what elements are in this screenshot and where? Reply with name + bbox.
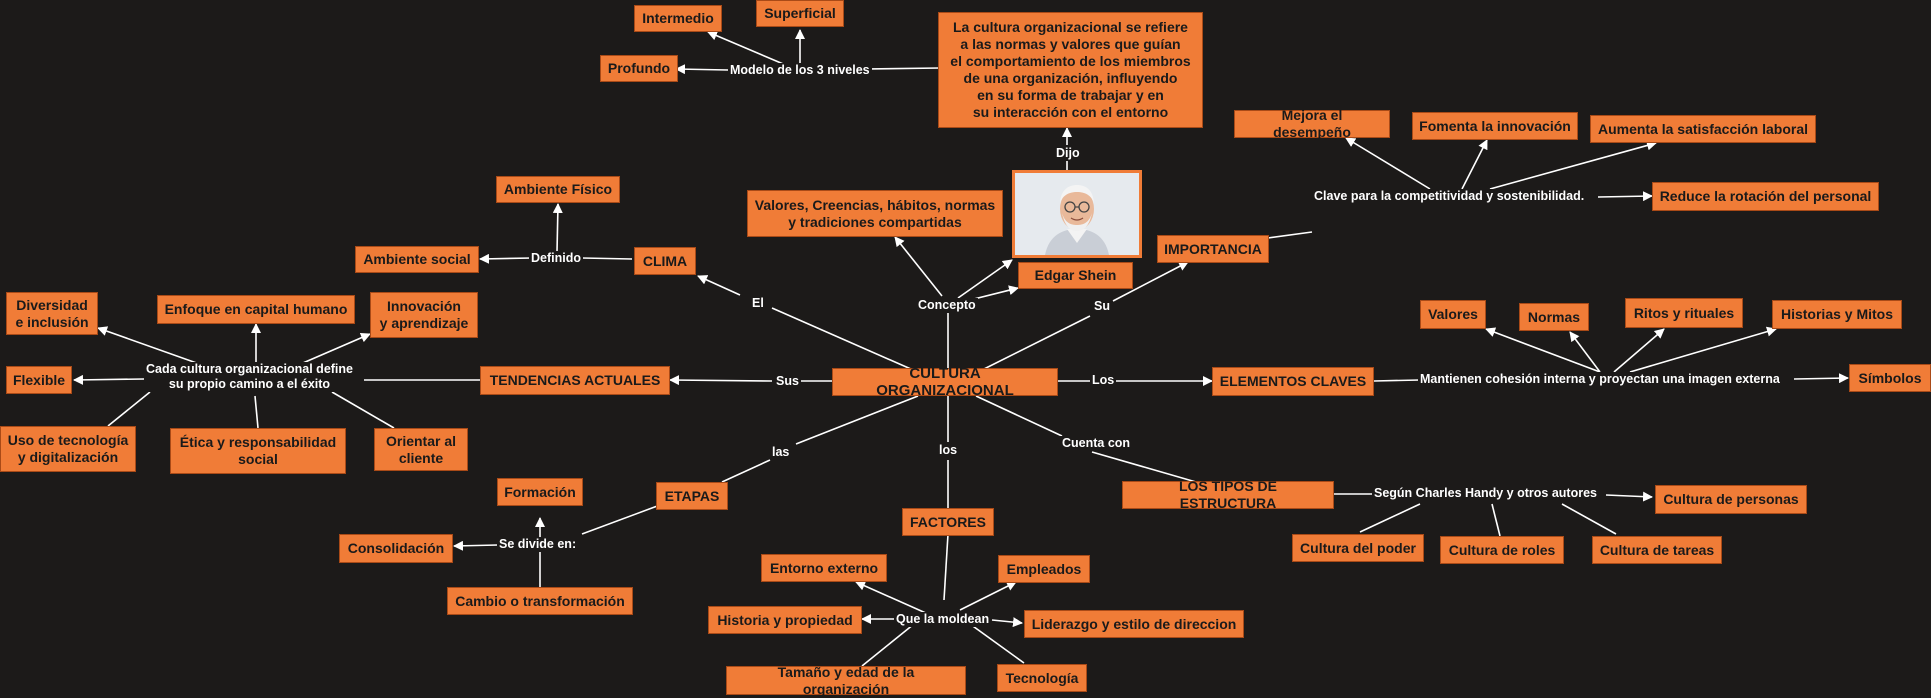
empleados-node[interactable]: Empleados — [998, 555, 1090, 583]
label-clave: Clave para la competitividad y sostenibi… — [1312, 189, 1587, 204]
etica-node[interactable]: Ética y responsabilidad social — [170, 428, 346, 474]
cultura-poder-node[interactable]: Cultura del poder — [1292, 534, 1424, 562]
valores-creencias-node[interactable]: Valores, Creencias, hábitos, normas y tr… — [747, 190, 1003, 237]
cultura-tareas-node[interactable]: Cultura de tareas — [1592, 536, 1722, 564]
etapas-node[interactable]: ETAPAS — [656, 482, 728, 510]
label-cuenta-con: Cuenta con — [1060, 436, 1133, 451]
liderazgo-node[interactable]: Liderazgo y estilo de direccion — [1024, 610, 1244, 638]
fomenta-innovacion-node[interactable]: Fomenta la innovación — [1412, 112, 1578, 140]
label-mantienen: Mantienen cohesión interna y proyectan u… — [1418, 372, 1782, 387]
normas-node[interactable]: Normas — [1519, 303, 1589, 331]
label-concepto: Concepto — [916, 298, 978, 313]
factores-node[interactable]: FACTORES — [902, 508, 994, 536]
aumenta-satisfaccion-node[interactable]: Aumenta la satisfacción laboral — [1590, 115, 1816, 143]
label-segun: Según Charles Handy y otros autores — [1372, 486, 1599, 501]
cultura-roles-node[interactable]: Cultura de roles — [1440, 536, 1564, 564]
label-divide: Se divide en: — [497, 537, 579, 552]
tipos-estructura-node[interactable]: LOS TIPOS DE ESTRUCTURA — [1122, 478, 1334, 511]
level-profundo-node[interactable]: Profundo — [600, 55, 678, 82]
reduce-rotacion-node[interactable]: Reduce la rotación del personal — [1652, 182, 1879, 211]
label-el: El — [750, 296, 766, 311]
label-las: las — [770, 445, 792, 460]
label-cada-cultura: Cada cultura organizacional define su pr… — [144, 362, 355, 392]
tendencias-node[interactable]: TENDENCIAS ACTUALES — [480, 366, 670, 395]
valores-node[interactable]: Valores — [1420, 300, 1486, 329]
clima-node[interactable]: CLIMA — [634, 247, 696, 275]
elementos-claves-node[interactable]: ELEMENTOS CLAVES — [1212, 367, 1374, 396]
label-dijo: Dijo — [1054, 146, 1082, 161]
diversidad-node[interactable]: Diversidad e inclusión — [6, 292, 98, 335]
definition-node[interactable]: La cultura organizacional se refiere a l… — [938, 12, 1203, 128]
level-superficial-node[interactable]: Superficial — [756, 0, 844, 27]
innovacion-aprendizaje-node[interactable]: Innovación y aprendizaje — [370, 292, 478, 338]
enfoque-capital-humano-node[interactable]: Enfoque en capital humano — [157, 295, 355, 324]
cambio-node[interactable]: Cambio o transformación — [447, 587, 633, 615]
cultura-personas-node[interactable]: Cultura de personas — [1655, 485, 1807, 514]
importancia-node[interactable]: IMPORTANCIA — [1157, 235, 1269, 263]
label-sus: Sus — [774, 374, 801, 389]
level-intermedio-node[interactable]: Intermedio — [634, 5, 722, 32]
orientar-cliente-node[interactable]: Orientar al cliente — [374, 428, 468, 471]
historias-node[interactable]: Historias y Mitos — [1772, 300, 1902, 329]
formacion-node[interactable]: Formación — [497, 478, 583, 506]
historia-propiedad-node[interactable]: Historia y propiedad — [708, 606, 862, 634]
center-node[interactable]: CULTURA ORGANIZACIONAL — [832, 365, 1058, 399]
mejora-desempeno-node[interactable]: Mejora el desempeño — [1234, 107, 1390, 140]
consolidacion-node[interactable]: Consolidación — [339, 534, 453, 563]
entorno-externo-node[interactable]: Entorno externo — [761, 554, 887, 582]
ambiente-social-node[interactable]: Ambiente social — [355, 246, 479, 273]
portrait-illustration — [1015, 173, 1139, 255]
tecnologia-node[interactable]: Tecnología — [997, 664, 1087, 692]
flexible-node[interactable]: Flexible — [6, 366, 72, 394]
tecnologia-digitalizacion-node[interactable]: Uso de tecnología y digitalización — [0, 426, 136, 472]
tamano-edad-node[interactable]: Tamaño y edad de la organización — [726, 664, 966, 697]
edgar-shein-photo — [1012, 170, 1142, 258]
label-modelo: Modelo de los 3 niveles — [728, 63, 872, 78]
label-definido: Definido — [529, 251, 583, 266]
label-los-factores: los — [937, 443, 960, 458]
ritos-node[interactable]: Ritos y rituales — [1625, 298, 1743, 328]
ambiente-fisico-node[interactable]: Ambiente Físico — [496, 176, 620, 203]
label-los: Los — [1090, 373, 1117, 388]
simbolos-node[interactable]: Símbolos — [1849, 364, 1931, 392]
label-moldean: Que la moldean — [894, 612, 992, 627]
label-su: Su — [1092, 299, 1112, 314]
edgar-shein-node[interactable]: Edgar Shein — [1018, 262, 1133, 289]
